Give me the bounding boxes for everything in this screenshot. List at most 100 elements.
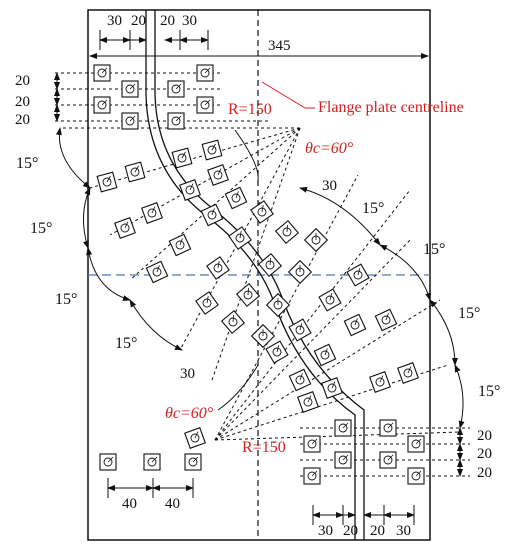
- bolt-square: [196, 64, 214, 82]
- lower-fan-lines: [214, 174, 461, 441]
- bolt-hole: [383, 423, 393, 433]
- bolt-hole: [243, 290, 253, 300]
- bolt-tick: [415, 438, 422, 445]
- bolt-square: [379, 451, 397, 469]
- bolt-tick: [175, 83, 182, 90]
- bolt-hole: [235, 233, 245, 243]
- bottom-dim-4: 30: [396, 523, 411, 539]
- bolt-tick: [299, 323, 303, 331]
- theta-bottom-label: θc=60°: [165, 405, 214, 422]
- bolt-hole: [307, 439, 317, 449]
- bolt-tick: [151, 206, 156, 214]
- bolt-tick: [107, 456, 114, 463]
- bolt-hole: [338, 455, 348, 465]
- diag-top-label: 30: [322, 178, 337, 194]
- left-vdim-3: 20: [15, 112, 30, 128]
- bolt-tick: [299, 264, 301, 272]
- bolt-square: [121, 112, 139, 130]
- bolt-tick: [101, 99, 108, 106]
- bolt-hole: [338, 423, 348, 433]
- bolt-tick: [179, 238, 183, 246]
- bolt-square: [196, 96, 214, 114]
- bolt-square: [168, 233, 192, 257]
- bolt-square: [121, 80, 139, 98]
- bolt-tick: [124, 221, 129, 229]
- bolt-tick: [311, 438, 318, 445]
- bolt-tick: [151, 456, 158, 463]
- bolt-square: [171, 147, 193, 169]
- bolt-tick: [204, 99, 211, 106]
- diag-bottom-label: 30: [180, 366, 195, 382]
- bolt-tick: [342, 454, 349, 461]
- bolt-tick: [194, 431, 199, 439]
- bolt-hole: [350, 320, 360, 330]
- bolt-square: [184, 453, 202, 471]
- right-vdim-3: 20: [477, 465, 492, 481]
- bolt-square: [407, 435, 425, 453]
- bolt-square: [407, 467, 425, 485]
- bolt-hole: [272, 347, 282, 357]
- bolt-tick: [129, 115, 136, 122]
- bottom-dim-2: 20: [343, 523, 358, 539]
- bolt-hole: [411, 471, 421, 481]
- bolt-hole: [185, 185, 195, 195]
- bolt-tick: [357, 268, 361, 276]
- bolt-square: [343, 313, 367, 337]
- bolt-square: [93, 96, 111, 114]
- bolt-hole: [171, 84, 181, 94]
- bolt-hole: [152, 267, 162, 277]
- bolt-hole: [200, 68, 210, 78]
- bolt-hole: [307, 471, 317, 481]
- bottom-left-dim-1: 40: [122, 496, 137, 512]
- bolt-square: [334, 451, 352, 469]
- top-dim-3: 20: [160, 13, 175, 29]
- bolt-square: [397, 362, 419, 384]
- bolt-hole: [97, 100, 107, 110]
- bolt-tick: [235, 191, 239, 199]
- bolt-hole: [381, 315, 391, 325]
- bolt-tick: [261, 204, 264, 213]
- angle-left-1: 15°: [16, 155, 38, 172]
- bolt-tick: [387, 422, 394, 429]
- right-vdim-2: 20: [477, 446, 492, 462]
- angle-left-2: 15°: [30, 220, 52, 237]
- bolt-hole: [213, 263, 223, 273]
- bolt-tick: [211, 143, 216, 151]
- curve-line-right: [154, 10, 365, 540]
- bolt-square: [303, 227, 329, 253]
- bolt-square: [257, 252, 283, 278]
- top-dim-2: 20: [131, 13, 146, 29]
- bolt-hole: [207, 210, 217, 220]
- bolt-tick: [385, 313, 389, 321]
- bolt-square: [265, 292, 291, 318]
- angle-right-3: 15°: [458, 305, 480, 322]
- bolt-square: [228, 226, 252, 250]
- bolt-square: [265, 340, 289, 364]
- bolt-hole: [258, 331, 268, 341]
- bolt-tick: [342, 422, 349, 429]
- bolt-square: [143, 453, 161, 471]
- bolt-square: [334, 419, 352, 437]
- bolt-hole: [231, 193, 241, 203]
- bolt-tick: [106, 175, 111, 183]
- bolt-square: [207, 164, 229, 186]
- bolt-tick: [307, 395, 312, 403]
- bolt-tick: [354, 318, 358, 326]
- bolt-square: [141, 202, 163, 224]
- bolt-hole: [188, 457, 198, 467]
- bolt-hole: [295, 267, 305, 277]
- bolt-tick: [134, 165, 139, 173]
- angle-right-2: 15°: [423, 241, 445, 258]
- bolt-square: [224, 186, 248, 210]
- bottom-dim-1: 30: [318, 523, 333, 539]
- bolt-tick: [217, 260, 220, 269]
- top-dim-1: 30: [107, 13, 122, 29]
- bolt-square: [220, 309, 246, 335]
- bolt-hole: [103, 457, 113, 467]
- bolt-tick: [276, 345, 280, 353]
- bolt-tick: [311, 470, 318, 477]
- bolt-hole: [200, 100, 210, 110]
- bolt-square: [297, 391, 319, 413]
